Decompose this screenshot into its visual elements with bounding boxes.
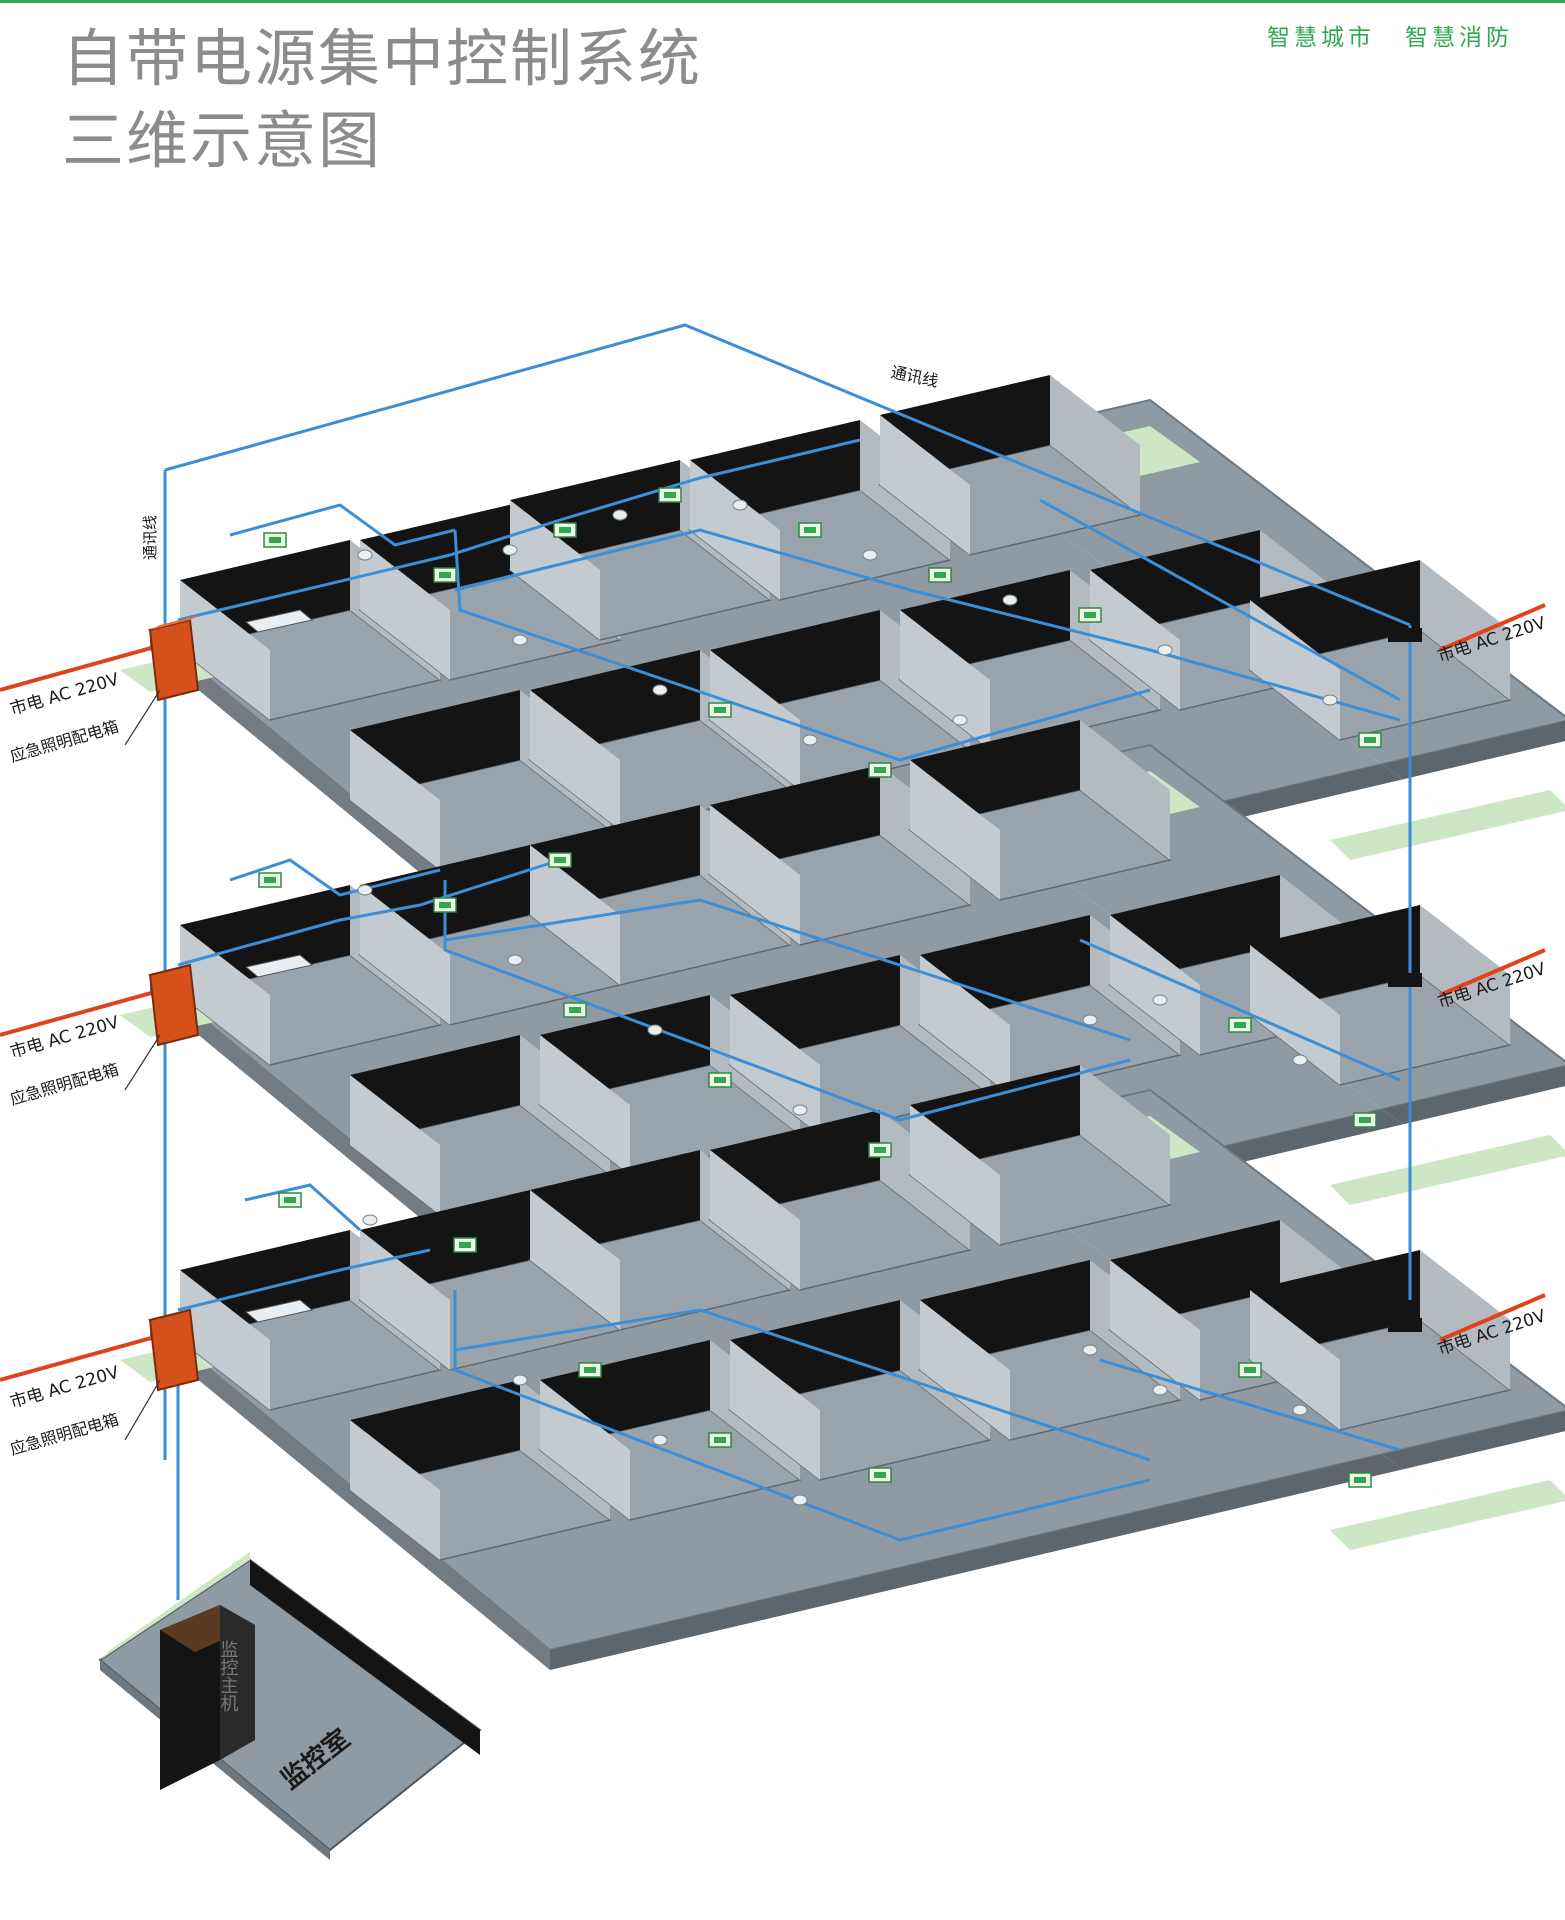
comm-line-left-label: 通讯线	[141, 515, 159, 560]
floor-1	[119, 1064, 1565, 1701]
title-line-1: 自带电源集中控制系统	[62, 22, 703, 95]
top-rule	[0, 0, 1565, 3]
box-label-2: 应急照明配电箱	[8, 1060, 121, 1109]
mains-label-left-2: 市电 AC 220V	[8, 1013, 122, 1063]
monitor-host-label: 监控主机	[218, 1640, 239, 1712]
monitor-room	[98, 1552, 482, 1860]
title-line-2: 三维示意图	[62, 104, 383, 177]
floor-3	[119, 374, 1565, 1011]
mains-label-left-1: 市电 AC 220V	[8, 1363, 122, 1413]
floor-2	[119, 719, 1565, 1356]
comm-wiring	[163, 323, 1412, 1600]
distribution-box-3	[148, 615, 200, 702]
comm-line-top-label: 通讯线	[889, 362, 940, 391]
box-label-1: 应急照明配电箱	[8, 1410, 121, 1459]
right-terminals	[1388, 628, 1422, 1332]
distribution-box-1	[148, 1308, 200, 1392]
tagline: 智慧城市 智慧消防	[1267, 18, 1513, 52]
tag-smart-fire: 智慧消防	[1405, 25, 1513, 51]
page-title: 自带电源集中控制系统 三维示意图	[62, 18, 702, 182]
tag-smart-city: 智慧城市	[1267, 25, 1375, 51]
mains-wiring	[0, 603, 1546, 1382]
mains-label-left-3: 市电 AC 220V	[8, 670, 122, 720]
box-label-3: 应急照明配电箱	[8, 717, 121, 766]
label-leaders	[124, 689, 161, 1441]
distribution-box-2	[148, 963, 200, 1047]
